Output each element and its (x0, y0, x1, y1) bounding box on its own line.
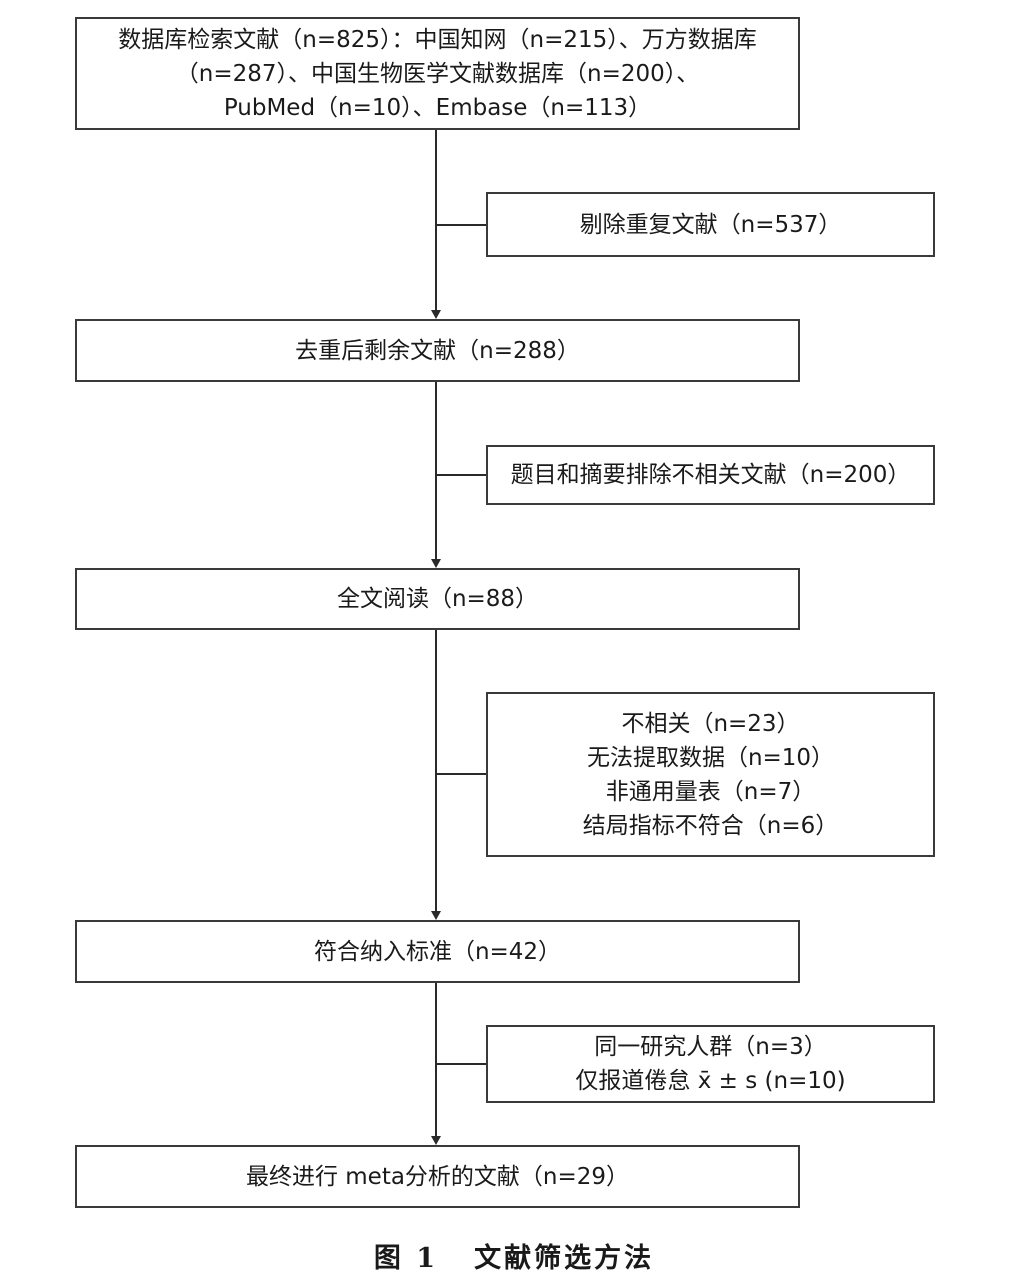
box-line: 数据库检索文献（n=825）：中国知网（n=215）、万方数据库 (118, 26, 757, 53)
arrow-head (431, 1136, 441, 1145)
box-line: 题目和摘要排除不相关文献（n=200） (510, 462, 911, 488)
branch-connector (436, 773, 486, 775)
figure-title: 文献筛选方法 (474, 1243, 655, 1274)
box-line: 同一研究人群（n=3） (594, 1034, 827, 1060)
box-line: 仅报道倦怠 x̄ ± s (n=10) (575, 1068, 846, 1094)
full-text-box: 全文阅读（n=88） (75, 568, 800, 630)
after-dedup-box: 去重后剩余文献（n=288） (75, 319, 800, 382)
fulltext-excluded-box: 不相关（n=23） 无法提取数据（n=10） 非通用量表（n=7） 结局指标不符… (486, 692, 935, 857)
box-line: （n=287）、中国生物医学文献数据库（n=200）、 (175, 60, 700, 87)
box-line: 剔除重复文献（n=537） (579, 211, 842, 238)
arrow-head (431, 559, 441, 568)
box-line: 全文阅读（n=88） (336, 586, 539, 612)
box-line: 去重后剩余文献（n=288） (295, 337, 580, 364)
box-line: 非通用量表（n=7） (605, 778, 816, 805)
box-line: 最终进行 meta分析的文献（n=29） (245, 1163, 630, 1190)
further-excluded-box: 同一研究人群（n=3） 仅报道倦怠 x̄ ± s (n=10) (486, 1025, 935, 1103)
branch-connector (436, 1063, 486, 1065)
figure-label: 图 1 (373, 1243, 439, 1274)
eligible-box: 符合纳入标准（n=42） (75, 920, 800, 983)
flow-connector (435, 382, 437, 559)
flow-connector (435, 130, 437, 310)
flow-connector (435, 983, 437, 1136)
branch-connector (436, 224, 486, 226)
box-line: 无法提取数据（n=10） (586, 744, 835, 771)
search-results-box: 数据库检索文献（n=825）：中国知网（n=215）、万方数据库 （n=287）… (75, 17, 800, 130)
arrow-head (431, 310, 441, 319)
figure-caption: 图 1 文献筛选方法 (0, 1236, 1028, 1275)
flow-connector (435, 630, 437, 911)
final-included-box: 最终进行 meta分析的文献（n=29） (75, 1145, 800, 1208)
branch-connector (436, 474, 486, 476)
title-abstract-excluded-box: 题目和摘要排除不相关文献（n=200） (486, 445, 935, 505)
box-line: 不相关（n=23） (621, 710, 800, 737)
arrow-head (431, 911, 441, 920)
box-line: 符合纳入标准（n=42） (313, 938, 562, 965)
duplicates-removed-box: 剔除重复文献（n=537） (486, 192, 935, 257)
box-line: PubMed（n=10）、Embase（n=113） (223, 94, 652, 121)
box-line: 结局指标不符合（n=6） (582, 812, 839, 839)
